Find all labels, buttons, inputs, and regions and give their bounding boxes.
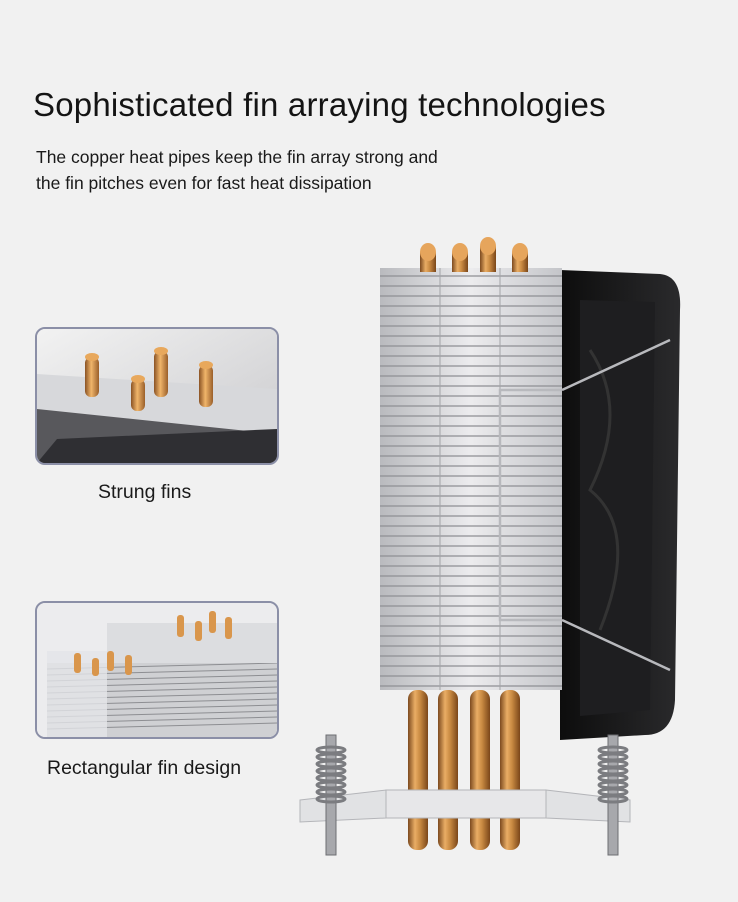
cpu-cooler-product-image bbox=[290, 230, 710, 870]
description: The copper heat pipes keep the fin array… bbox=[36, 144, 516, 196]
description-line-1: The copper heat pipes keep the fin array… bbox=[36, 147, 438, 167]
strung-fins-closeup-image bbox=[35, 327, 279, 465]
description-line-2: the fin pitches even for fast heat dissi… bbox=[36, 173, 372, 193]
strung-fins-caption: Strung fins bbox=[98, 481, 192, 503]
rectangular-fin-caption: Rectangular fin design bbox=[47, 757, 242, 779]
rectangular-fin-image bbox=[35, 601, 279, 739]
headline: Sophisticated fin arraying technologies bbox=[33, 86, 606, 123]
